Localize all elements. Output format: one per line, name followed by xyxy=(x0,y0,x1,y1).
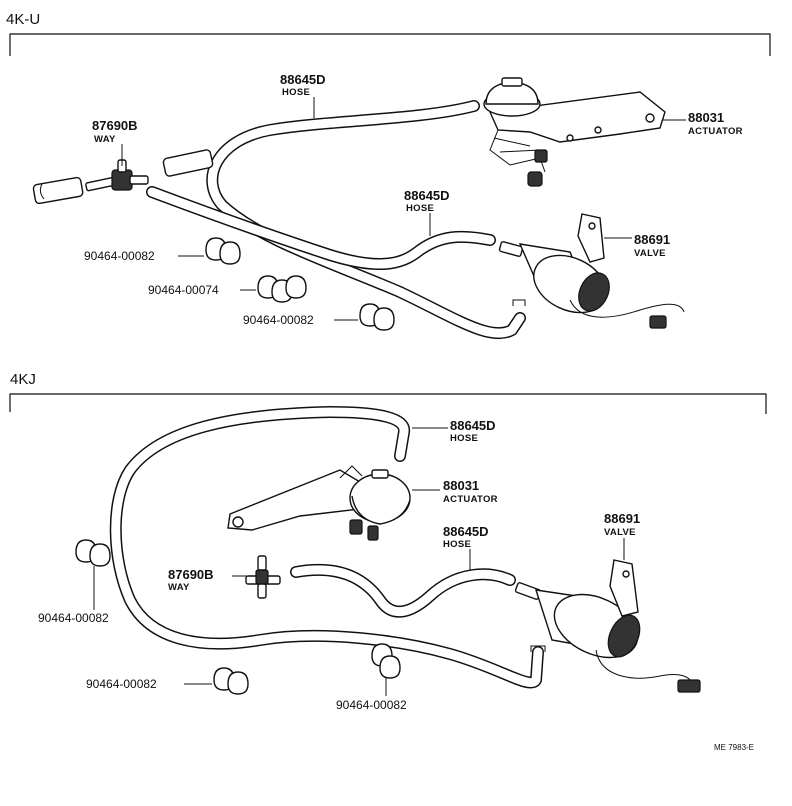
part-name: HOSE xyxy=(406,203,434,214)
part-number: 88691 xyxy=(634,232,670,247)
way-4ku xyxy=(32,149,214,205)
part-number: 90464-00082 xyxy=(86,677,157,691)
clamp-4ku-c xyxy=(359,303,395,331)
label-actuator-4kj: 88031 ACTUATOR xyxy=(412,478,498,505)
label-valve-4kj: 88691 VALVE xyxy=(604,511,640,560)
part-number: 88645D xyxy=(280,72,326,87)
part-number: 90464-00082 xyxy=(38,611,109,625)
label-clamp-4kj-bottom-left: 90464-00082 xyxy=(86,677,212,691)
part-name: ACTUATOR xyxy=(443,494,498,505)
clamp-4kj-bottom-mid xyxy=(371,643,401,679)
valve-4kj xyxy=(514,559,701,693)
way-4kj xyxy=(245,555,281,599)
section-4k-u: 4K-U xyxy=(6,11,771,340)
section-4kj: 4KJ xyxy=(9,371,767,712)
label-valve-4ku: 88691 VALVE xyxy=(604,232,670,259)
part-name: HOSE xyxy=(443,539,471,550)
part-number: 88031 xyxy=(443,478,479,493)
actuator-4kj xyxy=(227,465,411,541)
label-clamp-4ku-c: 90464-00082 xyxy=(243,313,358,327)
label-clamp-4kj-bottom-mid: 90464-00082 xyxy=(336,678,407,712)
part-number: 88031 xyxy=(688,110,724,125)
label-actuator-4ku: 88031 ACTUATOR xyxy=(662,110,743,137)
part-number: 87690B xyxy=(168,567,214,582)
clamp-4ku-b xyxy=(257,275,307,303)
part-name: ACTUATOR xyxy=(688,126,743,137)
hose-upper-4ku xyxy=(206,100,526,340)
hose-lower-4kj xyxy=(290,563,516,618)
label-clamp-4kj-left: 90464-00082 xyxy=(38,566,109,625)
part-number: 88691 xyxy=(604,511,640,526)
section-label-4k-u: 4K-U xyxy=(6,11,40,28)
part-number: 90464-00082 xyxy=(243,313,314,327)
part-number: 88645D xyxy=(443,524,489,539)
hose-upper-4kj xyxy=(109,406,546,689)
label-way-4kj: 87690B WAY xyxy=(168,567,252,593)
reference-code: ME 7983-E xyxy=(714,743,754,752)
clamp-4kj-left xyxy=(75,539,111,567)
label-clamp-4ku-b: 90464-00074 xyxy=(148,283,256,297)
part-number: 90464-00082 xyxy=(84,249,155,263)
clamp-4kj-bottom-left xyxy=(213,667,249,695)
label-clamp-4ku-a: 90464-00082 xyxy=(84,249,204,263)
part-name: VALVE xyxy=(634,248,666,259)
clamp-4ku-a xyxy=(205,237,241,265)
part-number: 88645D xyxy=(404,188,450,203)
section-bracket-top xyxy=(9,33,771,56)
part-number: 90464-00082 xyxy=(336,698,407,712)
label-hose-upper-4ku: 88645D HOSE xyxy=(280,72,326,118)
label-way-4ku: 87690B WAY xyxy=(92,118,138,166)
part-name: WAY xyxy=(94,134,116,145)
section-label-4kj: 4KJ xyxy=(10,371,36,388)
label-hose-lower-4kj: 88645D HOSE xyxy=(443,524,489,570)
part-name: VALVE xyxy=(604,527,636,538)
valve-4ku xyxy=(498,213,685,329)
label-hose-lower-4ku: 88645D HOSE xyxy=(404,188,450,236)
part-number: 87690B xyxy=(92,118,138,133)
actuator-4ku xyxy=(483,77,666,187)
hose-lower-4ku xyxy=(146,186,496,271)
section-bracket-bottom xyxy=(9,393,767,414)
part-name: WAY xyxy=(168,582,190,593)
part-name: HOSE xyxy=(282,87,310,98)
part-number: 90464-00074 xyxy=(148,283,219,297)
part-number: 88645D xyxy=(450,418,496,433)
part-name: HOSE xyxy=(450,433,478,444)
label-hose-upper-4kj: 88645D HOSE xyxy=(412,418,496,444)
